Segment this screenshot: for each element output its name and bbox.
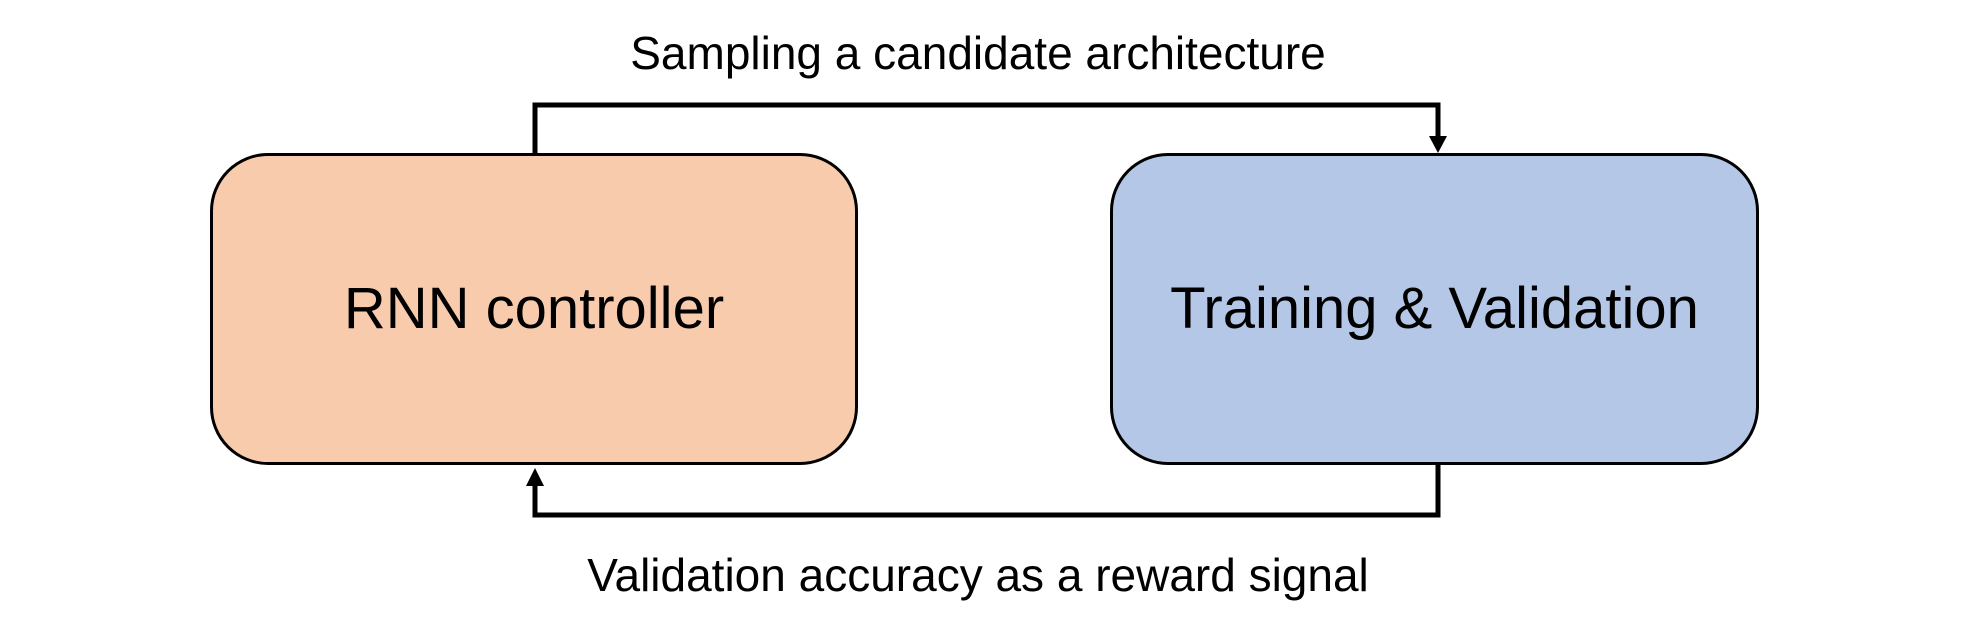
rnn-controller-label: RNN controller bbox=[343, 276, 725, 341]
reward-edge-label: Validation accuracy as a reward signal bbox=[587, 549, 1369, 601]
training-validation-node: Training & Validation bbox=[1110, 153, 1759, 465]
sampling-edge-label: Sampling a candidate architecture bbox=[630, 27, 1326, 79]
training-validation-label: Training & Validation bbox=[1170, 276, 1699, 341]
reward-arrowhead bbox=[526, 468, 544, 486]
reward-arrow bbox=[532, 465, 1441, 518]
sampling-arrow bbox=[532, 102, 1441, 153]
rnn-controller-node: RNN controller bbox=[210, 153, 858, 465]
sampling-arrowhead bbox=[1429, 136, 1447, 153]
